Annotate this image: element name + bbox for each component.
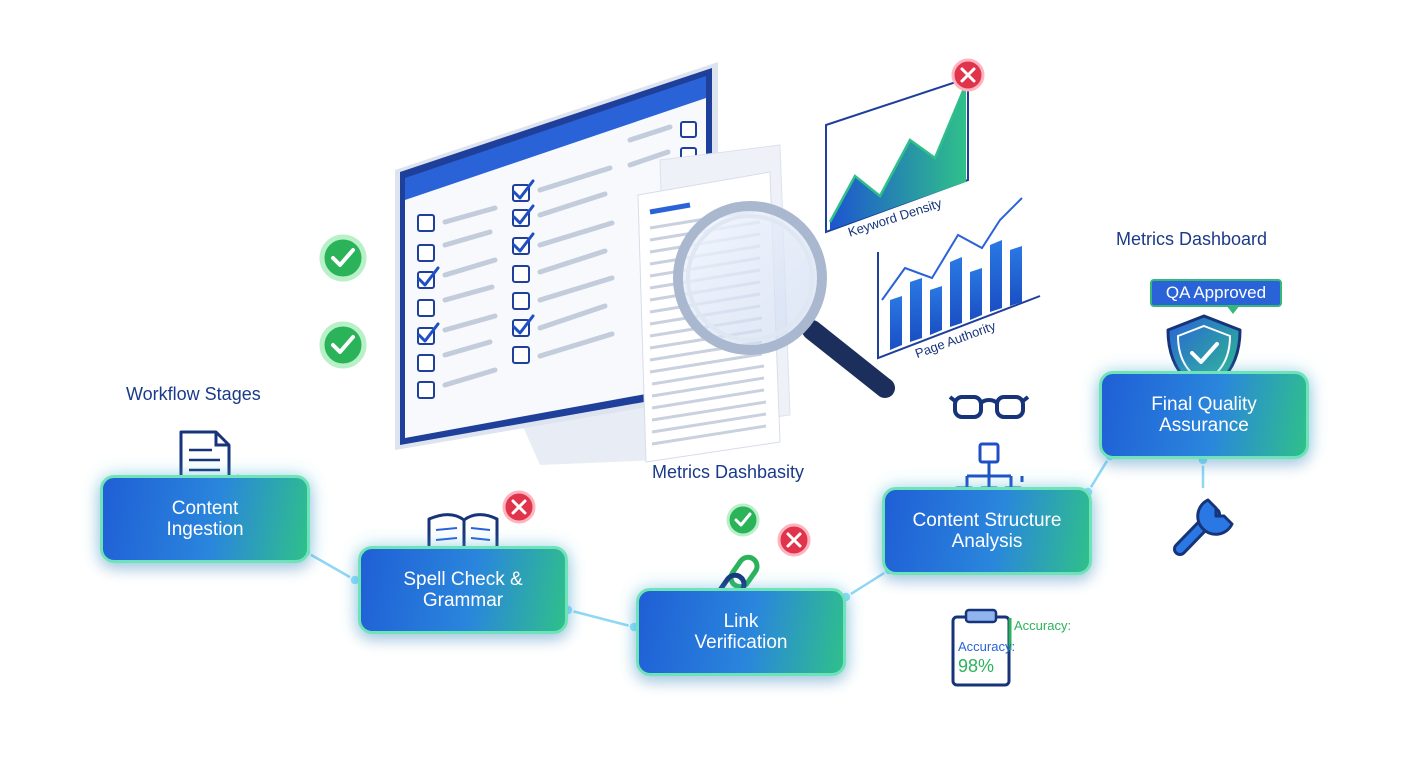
check-badge-icon — [319, 321, 367, 369]
stage-label: Grammar — [422, 590, 504, 611]
checkbox-icon — [512, 346, 530, 364]
accuracy-label: Accuracy: — [1014, 618, 1072, 633]
check-icon — [512, 179, 535, 200]
keyword-density-chart — [825, 76, 969, 234]
wrench-icon — [1173, 498, 1234, 556]
checkbox-icon — [417, 381, 435, 399]
stage-label: Analysis — [951, 531, 1023, 552]
check-badge-icon — [726, 503, 760, 537]
check-icon — [417, 266, 440, 287]
monitor-illustration — [395, 62, 718, 465]
stage-label: Verification — [694, 632, 788, 653]
clipboard-icon — [951, 608, 1012, 687]
check-icon — [512, 204, 535, 225]
stage-label: Spell Check & — [403, 569, 523, 590]
accuracy-label: Accuracy: — [958, 639, 1016, 654]
error-badge-icon — [777, 523, 811, 557]
page-authority-chart — [877, 197, 1041, 360]
check-icon — [512, 232, 535, 253]
check-badge-icon — [319, 234, 367, 282]
stage-label: Final Quality — [1151, 394, 1257, 415]
check-icon — [417, 322, 440, 343]
accuracy-value: 98% — [958, 656, 995, 676]
stage-label: Ingestion — [166, 519, 244, 540]
checkbox-icon — [512, 292, 530, 310]
checkbox-icon — [417, 244, 435, 262]
checkbox-icon — [512, 265, 530, 283]
stage-label: Link — [723, 611, 759, 632]
checkbox-icon — [417, 299, 435, 317]
stage-spell-check-grammar[interactable]: Spell Check &Grammar — [358, 546, 568, 634]
error-badge-icon — [951, 58, 985, 92]
stage-label: Assurance — [1159, 415, 1249, 436]
workflow-stages-heading: Workflow Stages — [126, 384, 261, 404]
check-icon — [512, 314, 535, 335]
metrics-dashbasity-heading: Metrics Dashbasity — [652, 462, 805, 482]
checkbox-icon — [680, 121, 697, 138]
glasses-icon — [948, 395, 1030, 419]
stage-label: Content Structure — [912, 510, 1062, 531]
magnifier-icon — [673, 201, 895, 398]
qa-approved-badge: QA Approved — [1150, 279, 1282, 314]
error-badge-icon — [502, 490, 536, 524]
checkbox-icon — [417, 214, 435, 232]
checkbox-icon — [417, 354, 435, 372]
stage-connectors — [305, 455, 1205, 629]
metrics-dashboard-heading: Metrics Dashboard — [1116, 229, 1268, 249]
stage-label: Content — [171, 498, 239, 519]
